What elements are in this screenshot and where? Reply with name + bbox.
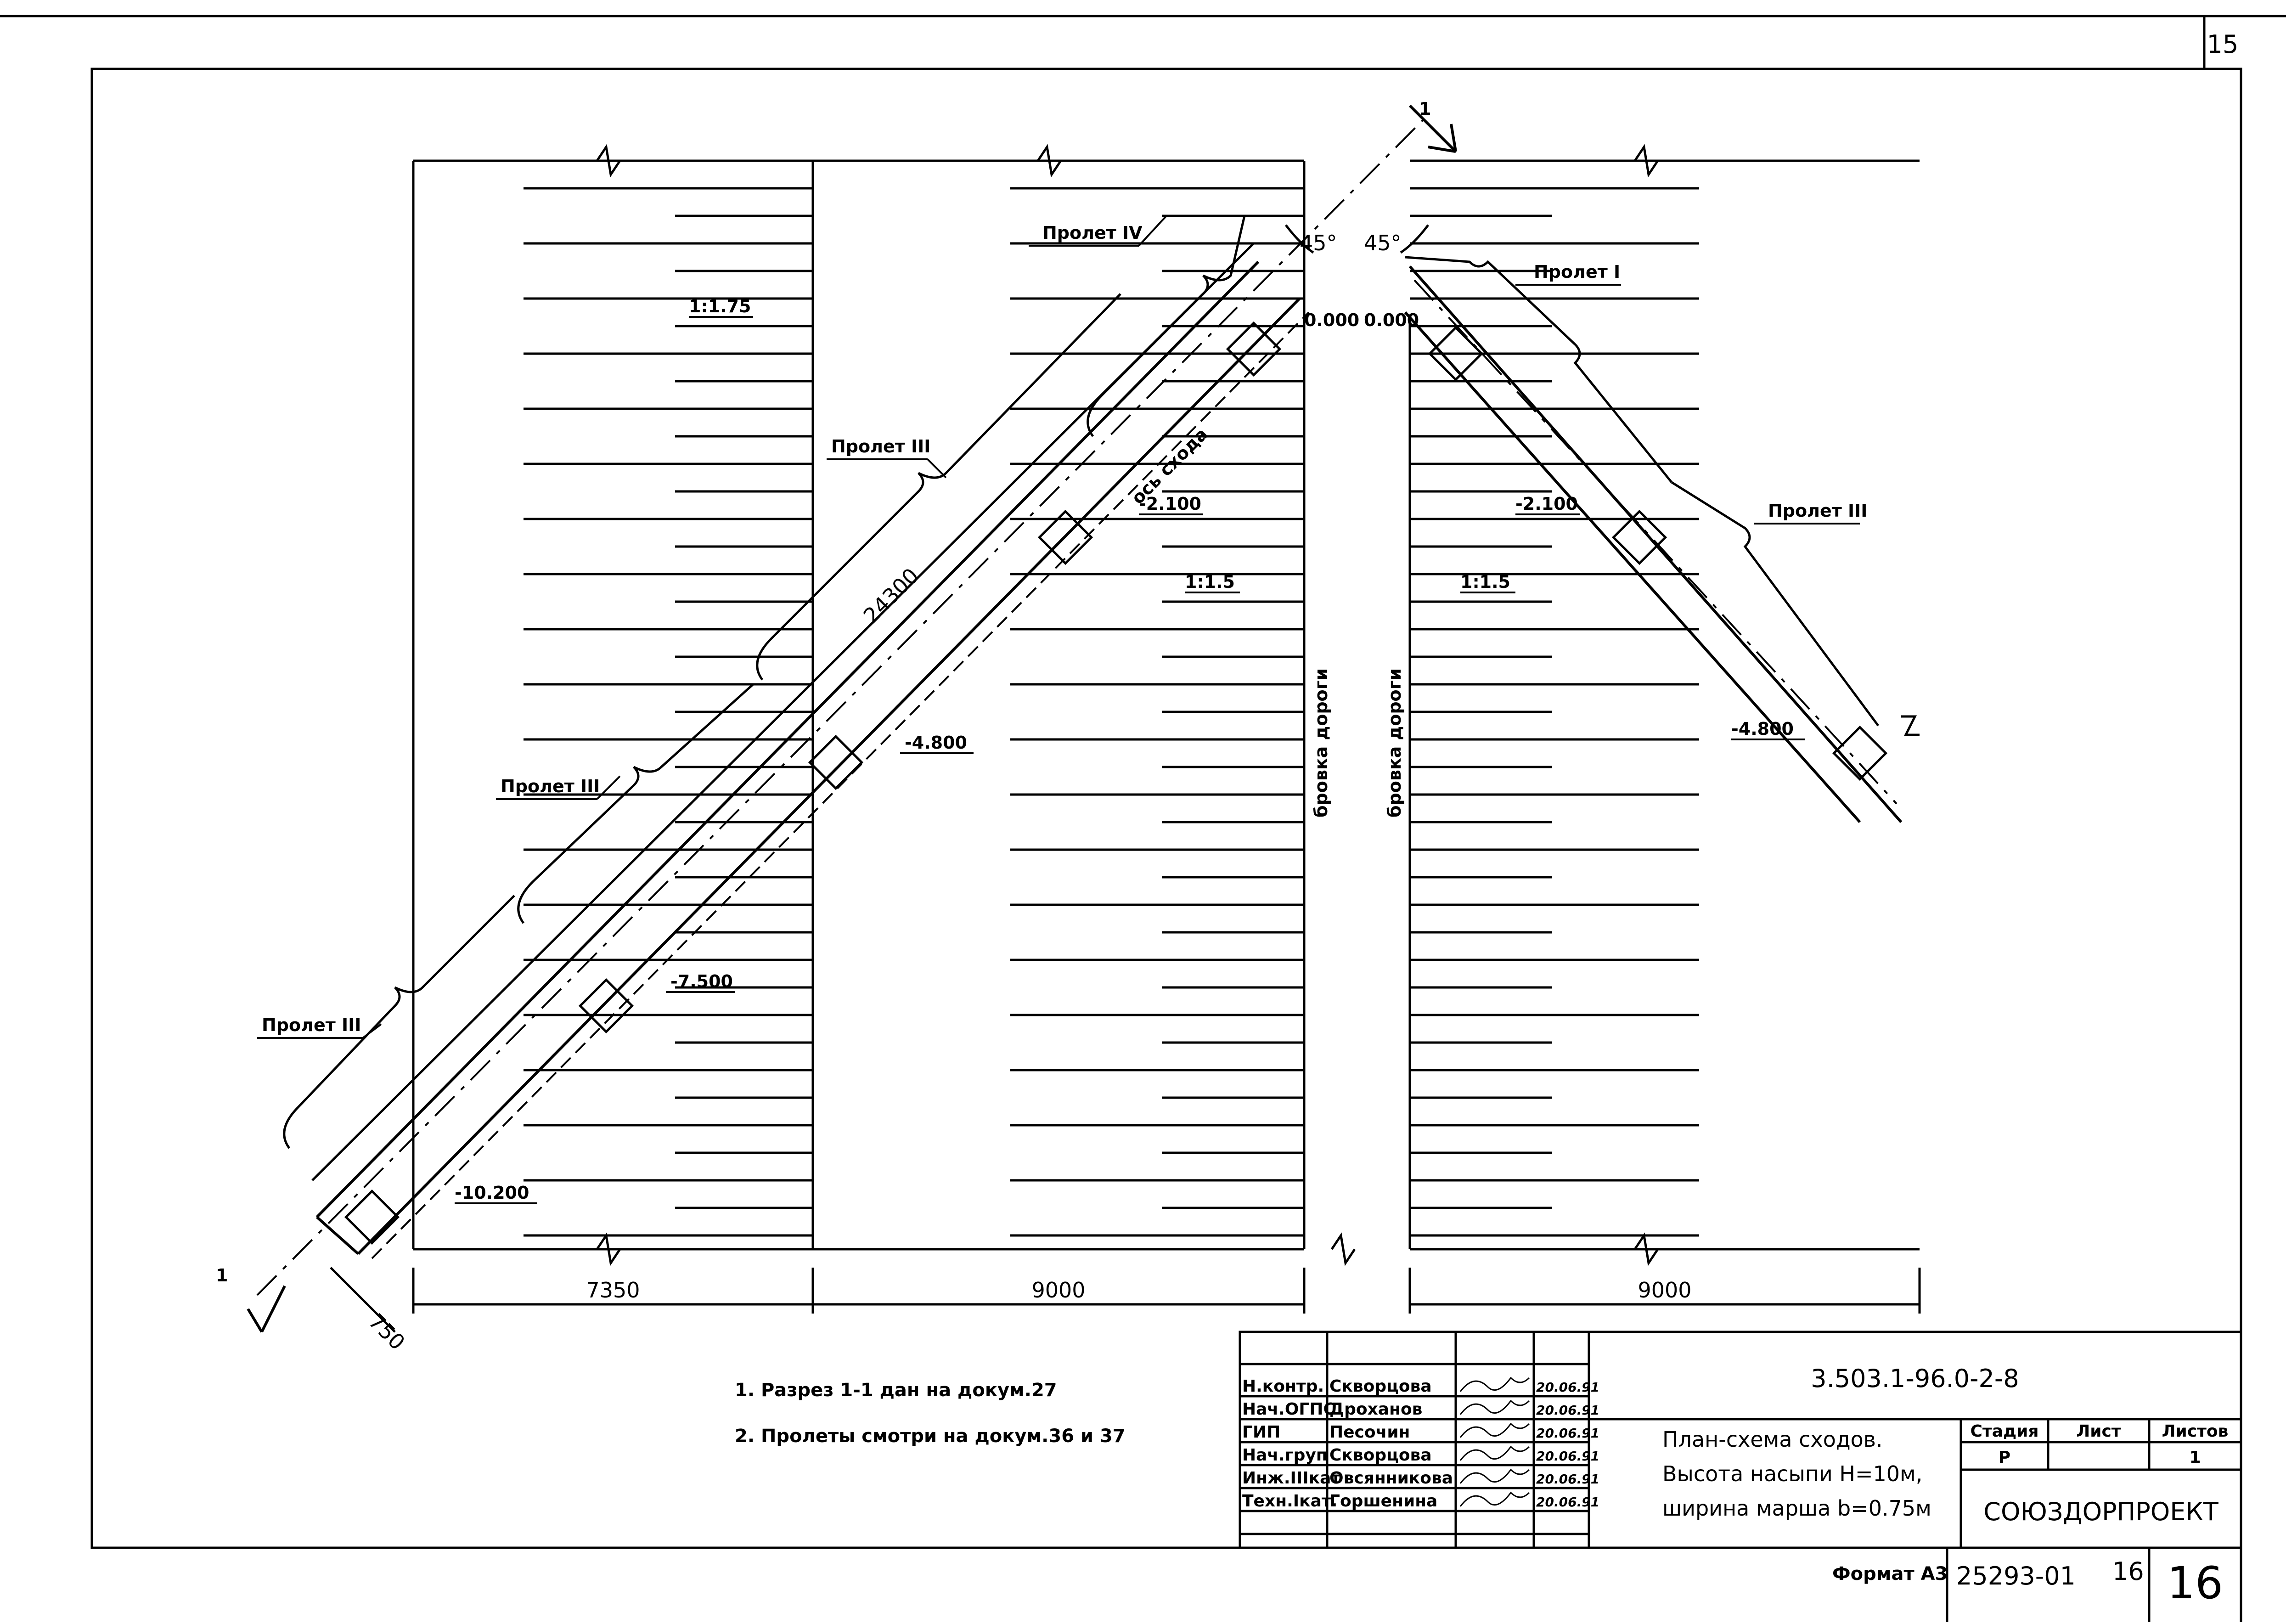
elev-left-top: 0.000	[1304, 310, 1359, 330]
tb-role-1: Нач.ОГПС	[1242, 1400, 1335, 1419]
elev-left-7500: -7.500	[670, 971, 733, 992]
title-block-rows: Н.контр. Скворцова 20.06.91 Нач.ОГПС Дро…	[1242, 1377, 1599, 1511]
angle-right: 45°	[1364, 231, 1402, 255]
slope-mid-label: 1:1.5	[1185, 572, 1235, 592]
inventory-sheet: 16	[2112, 1557, 2144, 1586]
tb-role-3: Нач.груп	[1242, 1446, 1328, 1465]
dim-9000-right: 9000	[1638, 1278, 1691, 1303]
sheets-value: 1	[2189, 1448, 2201, 1467]
embankment-outlines	[412, 159, 1920, 1251]
page-number: 15	[2207, 30, 2239, 59]
sheet-big-number: 16	[2167, 1557, 2223, 1609]
title-line-1: План-схема сходов.	[1662, 1427, 1883, 1452]
elev-left-10200: -10.200	[455, 1183, 529, 1203]
break-marks	[596, 144, 1920, 1266]
slope-right-label: 1:1.5	[1460, 572, 1510, 592]
span-iv-label: Пролет IV	[1042, 223, 1143, 243]
right-stair-axis	[1413, 279, 1897, 805]
elev-left-2100: -2.100	[1139, 494, 1201, 514]
right-stair-strip	[1404, 265, 1903, 823]
road-edge-left: бровка дороги	[1311, 668, 1331, 818]
slope-hatching	[524, 187, 1699, 1237]
tb-date-0: 20.06.91	[1536, 1380, 1599, 1395]
note-2: 2. Пролеты смотри на докум.36 и 37	[735, 1426, 1126, 1447]
left-stair-axis	[256, 118, 1425, 1296]
slope-left-label: 1:1.75	[689, 296, 751, 316]
tb-role-4: Инж.IIIкат	[1242, 1469, 1340, 1488]
sheet-header: Лист	[2076, 1422, 2121, 1441]
tb-date-3: 20.06.91	[1536, 1449, 1599, 1464]
section-mark-bottom: 1	[216, 1265, 228, 1286]
left-stair-strip	[315, 260, 1301, 1255]
tb-role-5: Техн.Iкат.	[1242, 1492, 1337, 1511]
stage-header: Стадия	[1971, 1422, 2039, 1441]
signatures	[1459, 1376, 1530, 1507]
span-iii-lower-label: Пролет III	[262, 1015, 361, 1035]
dim-7350: 7350	[586, 1278, 640, 1303]
left-landings	[344, 321, 1282, 1245]
diag-length: 24300	[859, 563, 924, 628]
tb-name-5: Горшенина	[1329, 1492, 1437, 1511]
organization: СОЮЗДОРПРОЕКТ	[1983, 1497, 2219, 1526]
span-i-label: Пролет I	[1534, 262, 1620, 282]
angle-left: 45°	[1300, 231, 1337, 255]
tb-date-5: 20.06.91	[1536, 1494, 1599, 1510]
stair-width: 750	[364, 1309, 410, 1355]
right-landings	[1428, 326, 1888, 781]
elev-right-2100: -2.100	[1515, 494, 1578, 514]
tb-date-4: 20.06.91	[1536, 1472, 1599, 1487]
span-braces	[283, 215, 1880, 1149]
title-block-grid	[1239, 1331, 2242, 1622]
sheets-header: Листов	[2162, 1422, 2229, 1441]
tb-name-3: Скворцова	[1329, 1446, 1432, 1465]
tb-name-1: Дроханов	[1329, 1400, 1422, 1419]
title-line-3: ширина марша b=0.75м	[1662, 1496, 1931, 1521]
tb-role-2: ГИП	[1242, 1423, 1280, 1442]
span-iii-upper-label: Пролет III	[831, 436, 930, 457]
tb-name-0: Скворцова	[1329, 1377, 1432, 1396]
title-line-2: Высота насыпи H=10м,	[1662, 1461, 1922, 1486]
road-edge-right: бровка дороги	[1385, 668, 1405, 818]
stage-value: Р	[1999, 1448, 2010, 1467]
note-1: 1. Разрез 1-1 дан на докум.27	[735, 1380, 1057, 1401]
tb-date-1: 20.06.91	[1536, 1403, 1599, 1418]
span-iii-right-label: Пролет III	[1768, 501, 1867, 521]
tb-name-4: Овсянникова	[1329, 1469, 1453, 1488]
section-arrows	[247, 104, 1457, 1333]
elev-left-4800: -4.800	[905, 733, 967, 753]
section-mark-top: 1	[1419, 99, 1431, 119]
dim-9000-mid: 9000	[1031, 1278, 1085, 1303]
dimension-lines	[330, 224, 1921, 1333]
inventory-number: 25293-01	[1956, 1562, 2076, 1590]
drawing-code: 3.503.1-96.0-2-8	[1811, 1364, 2019, 1393]
tb-role-0: Н.контр.	[1242, 1377, 1324, 1396]
tb-name-2: Песочин	[1329, 1423, 1410, 1442]
format-label: Формат А3	[1832, 1563, 1948, 1585]
leaders	[257, 215, 1860, 1204]
tb-date-2: 20.06.91	[1536, 1426, 1599, 1441]
elev-right-4800: -4.800	[1731, 719, 1794, 739]
span-iii-mid-label: Пролет III	[501, 776, 600, 796]
elev-right-top: 0.000	[1364, 310, 1419, 330]
